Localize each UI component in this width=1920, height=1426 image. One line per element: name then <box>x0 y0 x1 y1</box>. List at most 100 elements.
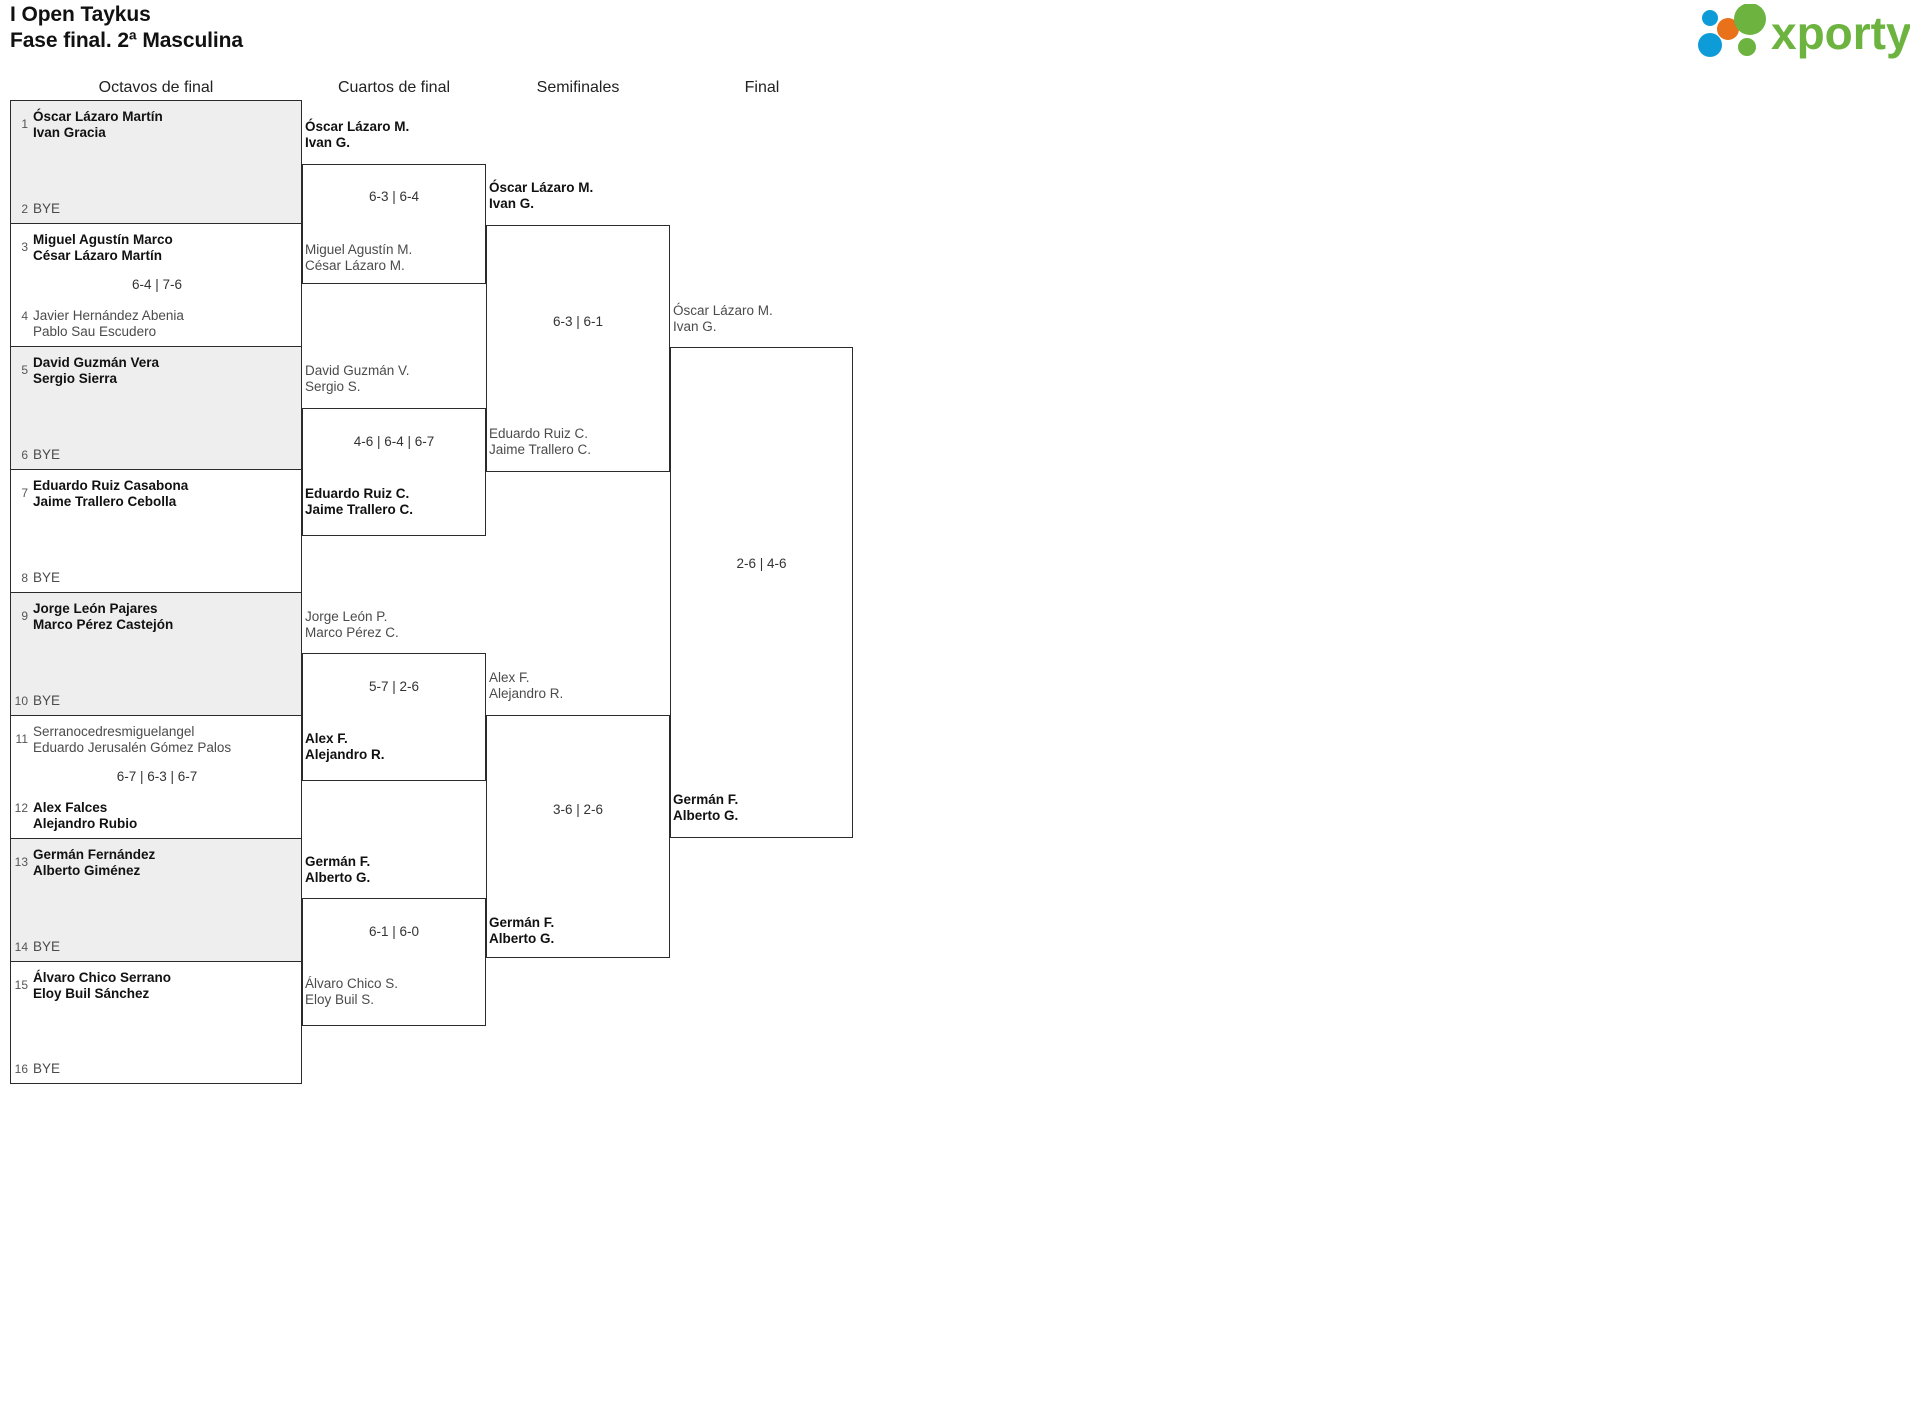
tournament-phase: Fase final. 2ª Masculina <box>10 29 243 52</box>
qf-team-top[interactable]: Óscar Lázaro M.Ivan G. <box>305 119 409 151</box>
seed-number: 15 <box>14 978 28 992</box>
match-score: 5-7 | 2-6 <box>368 679 420 694</box>
seed-number: 4 <box>21 309 28 323</box>
logo-dot-green-small <box>1738 38 1756 56</box>
qf-team-top[interactable]: Jorge León P.Marco Pérez C. <box>305 609 399 641</box>
qf-team-top[interactable]: Germán F.Alberto G. <box>305 854 370 886</box>
sf-team-bottom[interactable]: Eduardo Ruiz C.Jaime Trallero C. <box>489 426 591 458</box>
sf-team-top[interactable]: Óscar Lázaro M.Ivan G. <box>489 180 593 212</box>
qf-match-box[interactable]: 6-3 | 6-4 <box>302 164 486 284</box>
qf-team-bottom[interactable]: Álvaro Chico S.Eloy Buil S. <box>305 976 398 1008</box>
player-name: Eloy Buil Sánchez <box>33 986 150 1001</box>
match-score: 4-6 | 6-4 | 6-7 <box>353 434 435 449</box>
player-name: Javier Hernández Abenia <box>33 308 184 323</box>
seed-number: 11 <box>15 732 28 746</box>
sf-match-box[interactable]: 3-6 | 2-6 <box>486 715 670 958</box>
final-match-box[interactable]: 2-6 | 4-6 <box>670 347 853 838</box>
player-name: César Lázaro M. <box>305 258 405 273</box>
player-name: David Guzmán Vera <box>33 355 160 370</box>
player-name: Marco Pérez C. <box>305 625 399 640</box>
qf-team-bottom[interactable]: Alex F.Alejandro R. <box>305 731 385 763</box>
round-header-cuartos: Cuartos de final <box>337 79 451 96</box>
player-name: Jaime Trallero Cebolla <box>33 494 177 509</box>
player-name: Jorge León Pajares <box>33 601 158 616</box>
seed-number: 10 <box>14 694 28 708</box>
sf-match-box[interactable]: 6-3 | 6-1 <box>486 225 670 472</box>
player-name: Ivan Gracia <box>33 125 106 140</box>
player-name: Óscar Lázaro M. <box>673 303 773 318</box>
sf-team-bottom[interactable]: Germán F.Alberto G. <box>489 915 554 947</box>
qf-match-box[interactable]: 6-1 | 6-0 <box>302 898 486 1026</box>
player-name: Óscar Lázaro M. <box>305 119 410 134</box>
page-title: I Open Taykus Fase final. 2ª Masculina <box>10 2 243 54</box>
bye-label: BYE <box>33 939 61 954</box>
player-name: Sergio S. <box>305 379 361 394</box>
player-name: Alberto G. <box>305 870 371 885</box>
xporty-logo[interactable]: xporty <box>1695 3 1912 62</box>
qf-team-bottom[interactable]: Eduardo Ruiz C.Jaime Trallero C. <box>305 486 413 518</box>
player-name: Marco Pérez Castejón <box>33 617 174 632</box>
player-name: Alex Falces <box>33 800 108 815</box>
player-name: Alberto G. <box>673 808 739 823</box>
seed-number: 13 <box>14 855 28 869</box>
qf-match-box[interactable]: 4-6 | 6-4 | 6-7 <box>302 408 486 536</box>
final-team-bottom[interactable]: Germán F.Alberto G. <box>673 792 738 824</box>
player-name: Alejandro Rubio <box>33 816 138 831</box>
seed-number: 1 <box>21 117 28 131</box>
player-name: Álvaro Chico Serrano <box>33 970 172 985</box>
seed-number: 12 <box>14 801 28 815</box>
logo-dot-green-large <box>1734 3 1766 35</box>
player-name: Óscar Lázaro M. <box>489 180 594 195</box>
tournament-name: I Open Taykus <box>10 3 151 26</box>
round-header-semifinales: Semifinales <box>536 79 620 96</box>
bye-label: BYE <box>33 570 61 585</box>
qf-team-top[interactable]: David Guzmán V.Sergio S. <box>305 363 410 395</box>
sf-team-top[interactable]: Alex F.Alejandro R. <box>489 670 563 702</box>
player-name: Pablo Sau Escudero <box>33 324 157 339</box>
final-team-top[interactable]: Óscar Lázaro M.Ivan G. <box>673 303 773 335</box>
qf-team-bottom[interactable]: Miguel Agustín M.César Lázaro M. <box>305 242 412 274</box>
r16-score: 6-7 | 6-3 | 6-7 <box>116 769 198 784</box>
qf-match-box[interactable]: 5-7 | 2-6 <box>302 653 486 781</box>
round-header-octavos: Octavos de final <box>98 79 214 96</box>
player-name: Miguel Agustín M. <box>305 242 413 257</box>
bye-label: BYE <box>33 201 61 216</box>
player-name: Eloy Buil S. <box>305 992 375 1007</box>
player-name: Germán F. <box>489 915 555 930</box>
